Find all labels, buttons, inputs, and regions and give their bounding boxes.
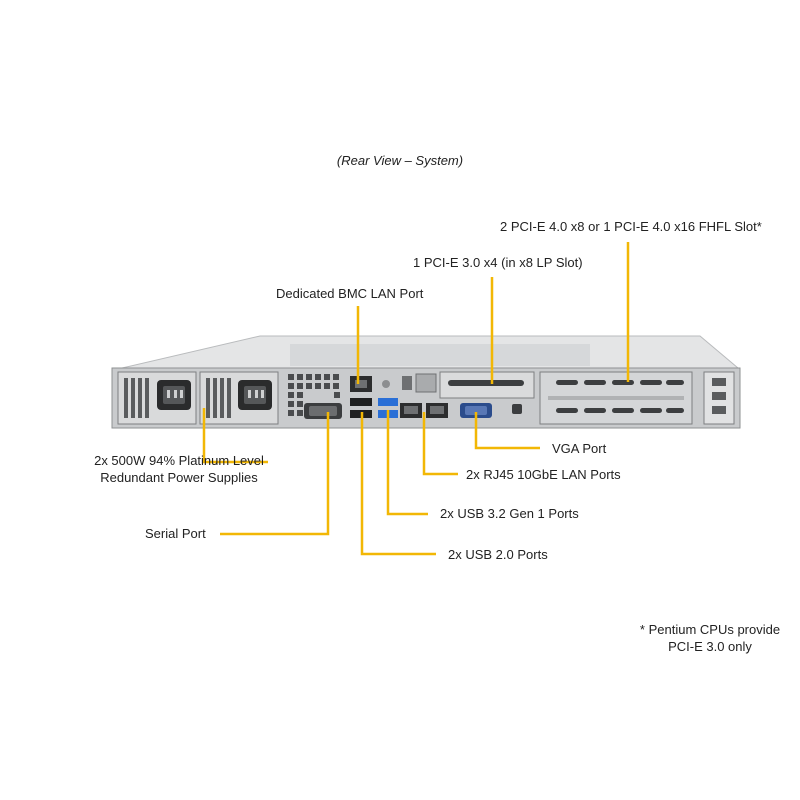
vent-grid — [288, 374, 340, 416]
label-pcie-x16: 2 PCI-E 4.0 x8 or 1 PCI-E 4.0 x16 FHFL S… — [500, 219, 762, 234]
label-pcie-lp: 1 PCI-E 3.0 x4 (in x8 LP Slot) — [413, 255, 583, 270]
label-vga: VGA Port — [552, 441, 607, 456]
label-usb20: 2x USB 2.0 Ports — [448, 547, 548, 562]
leader-rj45 — [422, 412, 458, 476]
rack-ear — [703, 371, 735, 425]
footnote-line2: PCI-E 3.0 only — [668, 639, 752, 654]
leader-usb20 — [360, 412, 436, 556]
uid-led — [512, 404, 522, 414]
leader-psu — [202, 408, 268, 464]
label-bmc-lan: Dedicated BMC LAN Port — [276, 286, 424, 301]
leader-serial — [220, 412, 330, 536]
vga-port-icon — [460, 403, 492, 418]
label-psu-line2: Redundant Power Supplies — [100, 470, 258, 485]
label-psu-line1: 2x 500W 94% Platinum Level — [94, 453, 264, 468]
io-bracket — [415, 373, 437, 393]
id-button — [382, 380, 390, 388]
label-serial: Serial Port — [145, 526, 206, 541]
label-usb32: 2x USB 3.2 Gen 1 Ports — [440, 506, 579, 521]
power-inlet-icon — [157, 380, 191, 410]
footnote: * Pentium CPUs provide PCI-E 3.0 only — [620, 621, 800, 655]
pcie-fhfl-slot — [539, 371, 693, 425]
rj45-port-icon — [400, 403, 448, 418]
chassis-top-panel — [290, 344, 590, 366]
psu-1 — [117, 371, 197, 425]
leader-usb32 — [386, 410, 428, 516]
page-caption: (Rear View – System) — [336, 153, 464, 168]
psu-2 — [199, 371, 279, 425]
status-indicator — [402, 376, 412, 390]
label-rj45: 2x RJ45 10GbE LAN Ports — [466, 467, 621, 482]
rj45-port-icon — [350, 376, 372, 392]
leader-vga — [474, 412, 540, 450]
power-inlet-icon — [238, 380, 272, 410]
label-psu: 2x 500W 94% Platinum Level Redundant Pow… — [74, 452, 284, 486]
db9-serial-icon — [304, 403, 342, 419]
footnote-line1: * Pentium CPUs provide — [639, 622, 781, 637]
pcie-lp-slot — [439, 371, 535, 399]
